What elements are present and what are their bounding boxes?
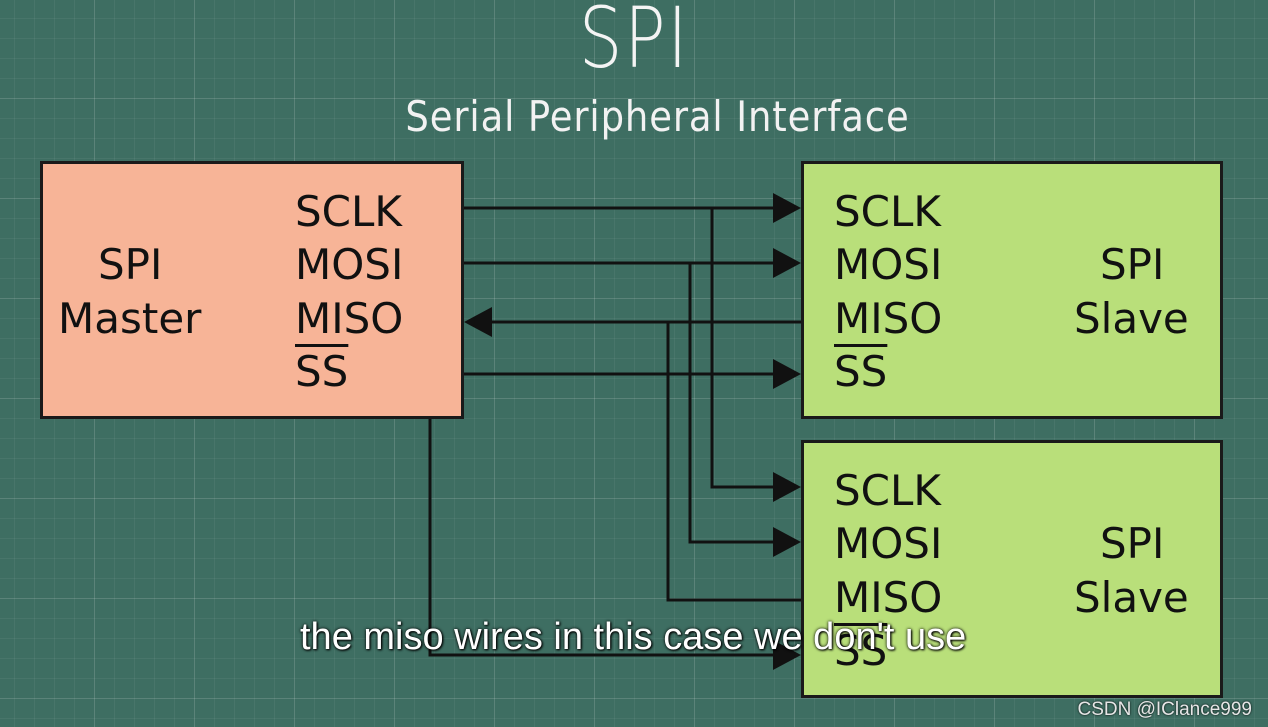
slave2-name-line2: Slave <box>1074 573 1189 622</box>
diagram-title: SPI <box>578 0 690 87</box>
master-pin-mosi: MOSI <box>295 240 404 289</box>
slave2-pin-miso: MISO <box>834 573 943 622</box>
slave1-pin-miso: MISO <box>834 294 943 343</box>
mosi-wire <box>464 261 775 544</box>
miso-wire <box>490 320 801 602</box>
spi-slave-2-box <box>801 440 1223 698</box>
diagram-subtitle: Serial Peripheral Interface <box>405 92 910 141</box>
arrow-sclk-slave2 <box>773 472 801 502</box>
arrow-miso-master <box>464 307 492 337</box>
arrow-ss-slave2 <box>773 640 801 670</box>
arrow-sclk-slave1 <box>773 193 801 223</box>
master-pin-ss: SS <box>295 347 349 396</box>
spi-master-box <box>40 161 464 419</box>
master-pin-sclk: SCLK <box>295 187 402 236</box>
arrow-mosi-slave1 <box>773 248 801 278</box>
master-name-line1: SPI <box>98 240 163 289</box>
slave2-name-line1: SPI <box>1100 519 1165 568</box>
slave2-pin-ss: SS <box>834 626 888 675</box>
master-name-line2: Master <box>58 294 202 343</box>
sclk-wire <box>464 206 775 489</box>
video-caption: the miso wires in this case we don't use <box>300 616 967 658</box>
watermark: CSDN @IClance999 <box>1077 699 1252 720</box>
slave1-pin-mosi: MOSI <box>834 240 943 289</box>
arrow-ss-slave1 <box>773 359 801 389</box>
slave1-name-line2: Slave <box>1074 294 1189 343</box>
slave1-pin-sclk: SCLK <box>834 187 941 236</box>
master-pin-miso: MISO <box>295 294 404 343</box>
slave2-pin-sclk: SCLK <box>834 466 941 515</box>
slave1-pin-ss: SS <box>834 347 888 396</box>
arrow-mosi-slave2 <box>773 527 801 557</box>
spi-slave-1-box <box>801 161 1223 419</box>
slave1-name-line1: SPI <box>1100 240 1165 289</box>
slave2-pin-mosi: MOSI <box>834 519 943 568</box>
ss2-wire <box>428 419 775 657</box>
